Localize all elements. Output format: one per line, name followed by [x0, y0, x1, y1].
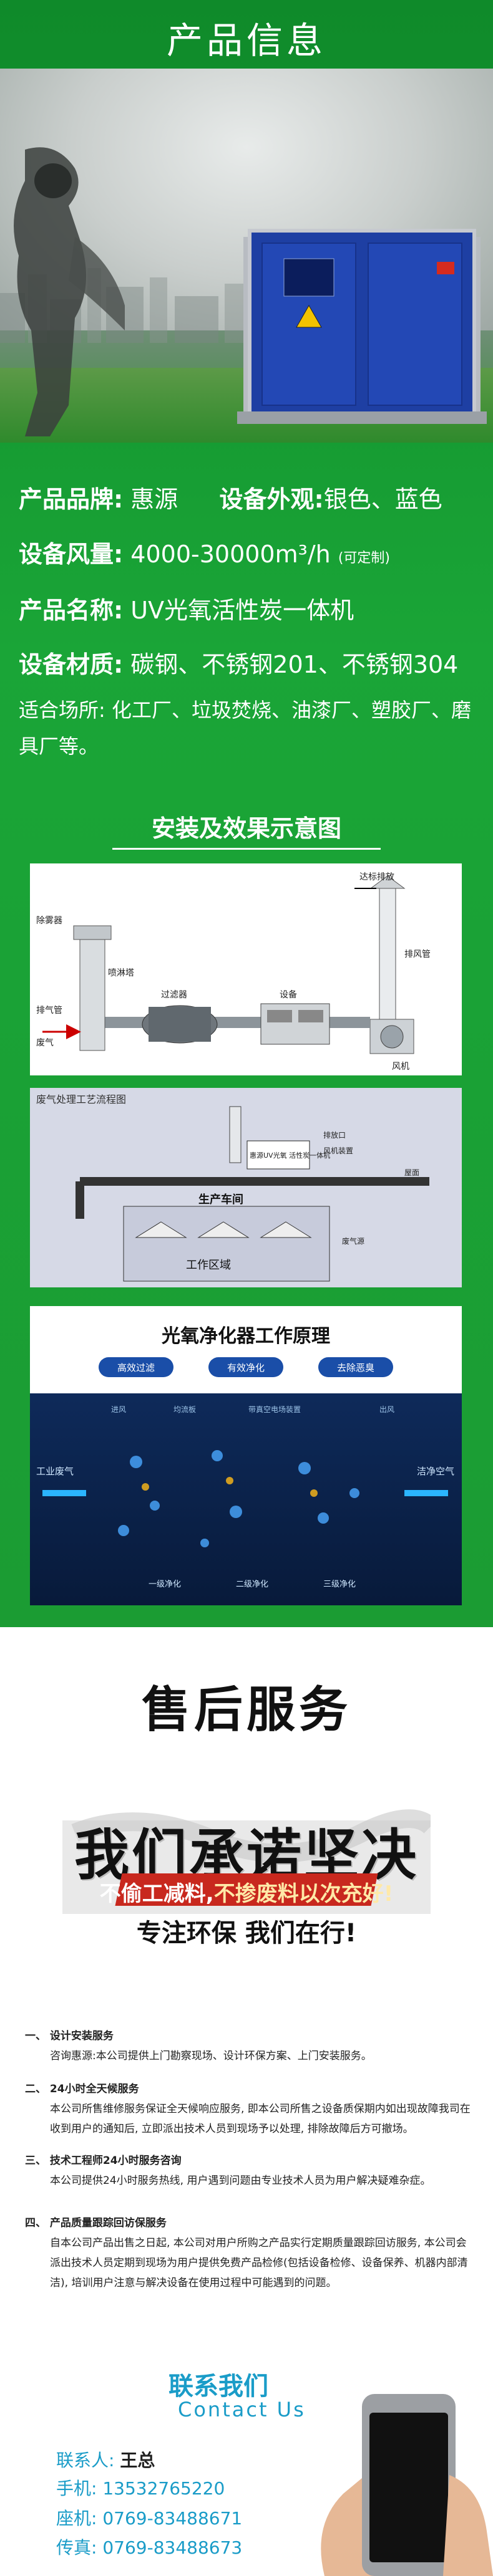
spec-material-label: 设备材质:	[19, 651, 124, 678]
service-item-2-heading: 二、 24小时全天候服务	[25, 2083, 139, 2095]
label-device: 设备	[280, 989, 297, 1000]
spec-brand-value: 惠源	[130, 486, 178, 513]
service-item-1-body: 咨询惠源:本公司提供上门勘察现场、设计环保方案、上门安装服务。	[50, 2050, 372, 2062]
principle-top-1: 进风	[111, 1405, 126, 1414]
contact-tel-label: 座机:	[56, 2508, 97, 2529]
process-fan-label: 风机装置	[323, 1146, 353, 1155]
contact-person-value: 王总	[120, 2450, 155, 2471]
principle-stage-3: 三级净化	[323, 1580, 356, 1589]
spec-name-value: UV光氧活性炭一体机	[130, 597, 354, 624]
process-caption: 废气处理工艺流程图	[36, 1093, 126, 1105]
process-roof-label: 屋面	[404, 1168, 419, 1177]
principle-stage-1: 一级净化	[149, 1580, 181, 1589]
eco-slogan: 专注环保 我们在行!	[136, 1919, 357, 1948]
contact-fax-label: 传真:	[56, 2537, 97, 2558]
principle-pill-1: 高效过滤	[117, 1362, 155, 1373]
promise-sub-1: 不偷工减料,	[99, 1882, 214, 1906]
service-item-3-heading: 三、 技术工程师24小时服务咨询	[25, 2155, 182, 2167]
install-diagram-2: 废气处理工艺流程图 惠源UV光氧 活性炭一体机 生产车间 工作区域 排放口 风机…	[30, 1088, 462, 1287]
spec-brand-label: 产品品牌:	[19, 486, 124, 513]
process-machine-label: 惠源UV光氧 活性炭一体机	[250, 1151, 330, 1160]
spec-look-label: 设备外观:	[219, 486, 324, 513]
process-chimney-label: 排放口	[323, 1130, 346, 1140]
install-diagram-3: 光氧净化器工作原理 高效过滤 有效净化 去除恶臭 工业废气 洁净空气 进风 均流…	[30, 1306, 462, 1605]
spec-material-value: 碳钢、不锈钢201、不锈钢304	[130, 651, 459, 678]
process-waste-label: 废气源	[342, 1236, 364, 1246]
label-chimney: 达标排放	[359, 872, 394, 882]
principle-top-4: 出风	[379, 1405, 394, 1414]
product-info-section: 产品信息	[0, 0, 493, 1627]
spec-air-note: (可定制)	[338, 550, 391, 566]
contact-tel-value[interactable]: 0769-83488671	[102, 2508, 243, 2529]
phone-in-hand-image	[321, 2394, 493, 2576]
spec-air-label: 设备风量:	[19, 541, 124, 568]
contact-person-label: 联系人:	[56, 2450, 115, 2471]
label-fan: 风机	[392, 1062, 409, 1072]
promise-sub-2: 不掺废料以次充好!	[213, 1882, 394, 1906]
contact-subtitle: Contact Us	[178, 2398, 306, 2421]
spec-scope-label: 适合场所:	[19, 698, 105, 722]
label-exhaust-pipe: 排气管	[36, 1006, 62, 1016]
contact-mobile-value[interactable]: 13532765220	[102, 2478, 225, 2499]
principle-pill-3: 去除恶臭	[337, 1362, 374, 1373]
contact-title: 联系我们	[168, 2372, 268, 2401]
working-principle-diagram: 光氧净化器工作原理 高效过滤 有效净化 去除恶臭 工业废气 洁净空气 进风 均流…	[30, 1325, 462, 1605]
hero-image	[0, 69, 493, 443]
process-work-area-label: 工作区域	[186, 1259, 231, 1272]
install-diagram-1: 达标排放 排风管 风机 除雾器 喷淋塔 排气管 废气 过滤器 设备	[30, 863, 462, 1075]
contact-fax-row: 传真: 0769-83488673	[56, 2534, 242, 2559]
gas-mask-figure-image	[14, 147, 125, 436]
spec-scope-row: 适合场所: 化工厂、垃圾焚烧、油漆厂、塑胶厂、磨具厂等。	[19, 692, 481, 764]
service-item-4: 四、 产品质量跟踪回访保服务 自本公司产品出售之日起, 本公司对用户所购之产品实…	[25, 2213, 474, 2293]
system-layout-diagram: 达标排放 排风管 风机 除雾器 喷淋塔 排气管 废气 过滤器 设备	[36, 872, 431, 1072]
process-flow-diagram: 废气处理工艺流程图 惠源UV光氧 活性炭一体机 生产车间 工作区域 排放口 风机…	[30, 1088, 462, 1287]
service-item-1: 一、 设计安装服务 咨询惠源:本公司提供上门勘察现场、设计环保方案、上门安装服务…	[25, 2026, 474, 2066]
service-item-3: 三、 技术工程师24小时服务咨询 本公司提供24小时服务热线, 用户遇到问题由专…	[25, 2151, 474, 2191]
spec-brand-row: 产品品牌: 惠源 设备外观:银色、蓝色	[19, 480, 442, 514]
principle-out-label: 洁净空气	[417, 1466, 454, 1477]
principle-title: 光氧净化器工作原理	[162, 1325, 330, 1347]
promise-subline: 不偷工减料,不掺废料以次充好!	[0, 1877, 493, 1907]
service-item-2-body: 本公司所售维修服务保证全天候响应服务, 即本公司所售之设备质保期内如出现故障我司…	[50, 2103, 471, 2135]
contact-mobile-row: 手机: 13532765220	[56, 2475, 225, 2500]
service-item-1-heading: 一、 设计安装服务	[25, 2030, 114, 2042]
label-fan-pipe: 排风管	[404, 949, 431, 959]
page-title: 产品信息	[166, 19, 326, 62]
label-waste-gas: 废气	[36, 1038, 54, 1048]
principle-pill-2: 有效净化	[227, 1362, 265, 1373]
spec-name-row: 产品名称: UV光氧活性炭一体机	[19, 591, 354, 625]
install-title: 安装及效果示意图	[151, 815, 341, 842]
spec-scope-value: 化工厂、垃圾焚烧、油漆厂、塑胶厂、磨具厂等。	[19, 698, 471, 758]
spec-air-value: 4000-30000m³/h	[130, 541, 331, 568]
process-workshop-label: 生产车间	[198, 1193, 243, 1206]
contact-tel-row: 座机: 0769-83488671	[56, 2505, 242, 2530]
service-item-4-body: 自本公司产品出售之日起, 本公司对用户所购之产品实行定期质量跟踪回访服务, 本公…	[50, 2237, 468, 2289]
after-sales-title: 售后服务	[141, 1682, 351, 1738]
spec-air-row: 设备风量: 4000-30000m³/h (可定制)	[19, 535, 390, 569]
principle-top-2: 均流板	[173, 1405, 196, 1414]
service-item-2: 二、 24小时全天候服务 本公司所售维修服务保证全天候响应服务, 即本公司所售之…	[25, 2079, 474, 2139]
label-sprayer: 除雾器	[36, 916, 62, 926]
install-title-underline	[112, 848, 381, 850]
contact-person-row: 联系人: 王总	[56, 2447, 155, 2472]
spec-look-value: 银色、蓝色	[323, 486, 442, 513]
service-item-3-body: 本公司提供24小时服务热线, 用户遇到问题由专业技术人员为用户解决疑难杂症。	[50, 2175, 431, 2187]
label-tower: 喷淋塔	[108, 968, 134, 978]
contact-mobile-label: 手机:	[56, 2478, 97, 2499]
spec-name-label: 产品名称:	[19, 597, 124, 624]
spec-material-row: 设备材质: 碳钢、不锈钢201、不锈钢304	[19, 645, 458, 680]
label-filter: 过滤器	[161, 990, 187, 1000]
service-item-4-heading: 四、 产品质量跟踪回访保服务	[25, 2217, 167, 2229]
principle-top-3: 带真空电场装置	[248, 1405, 301, 1414]
principle-in-label: 工业废气	[36, 1466, 74, 1477]
contact-fax-value: 0769-83488673	[102, 2537, 243, 2558]
uv-machine-image	[237, 229, 487, 424]
principle-stage-2: 二级净化	[236, 1580, 268, 1589]
